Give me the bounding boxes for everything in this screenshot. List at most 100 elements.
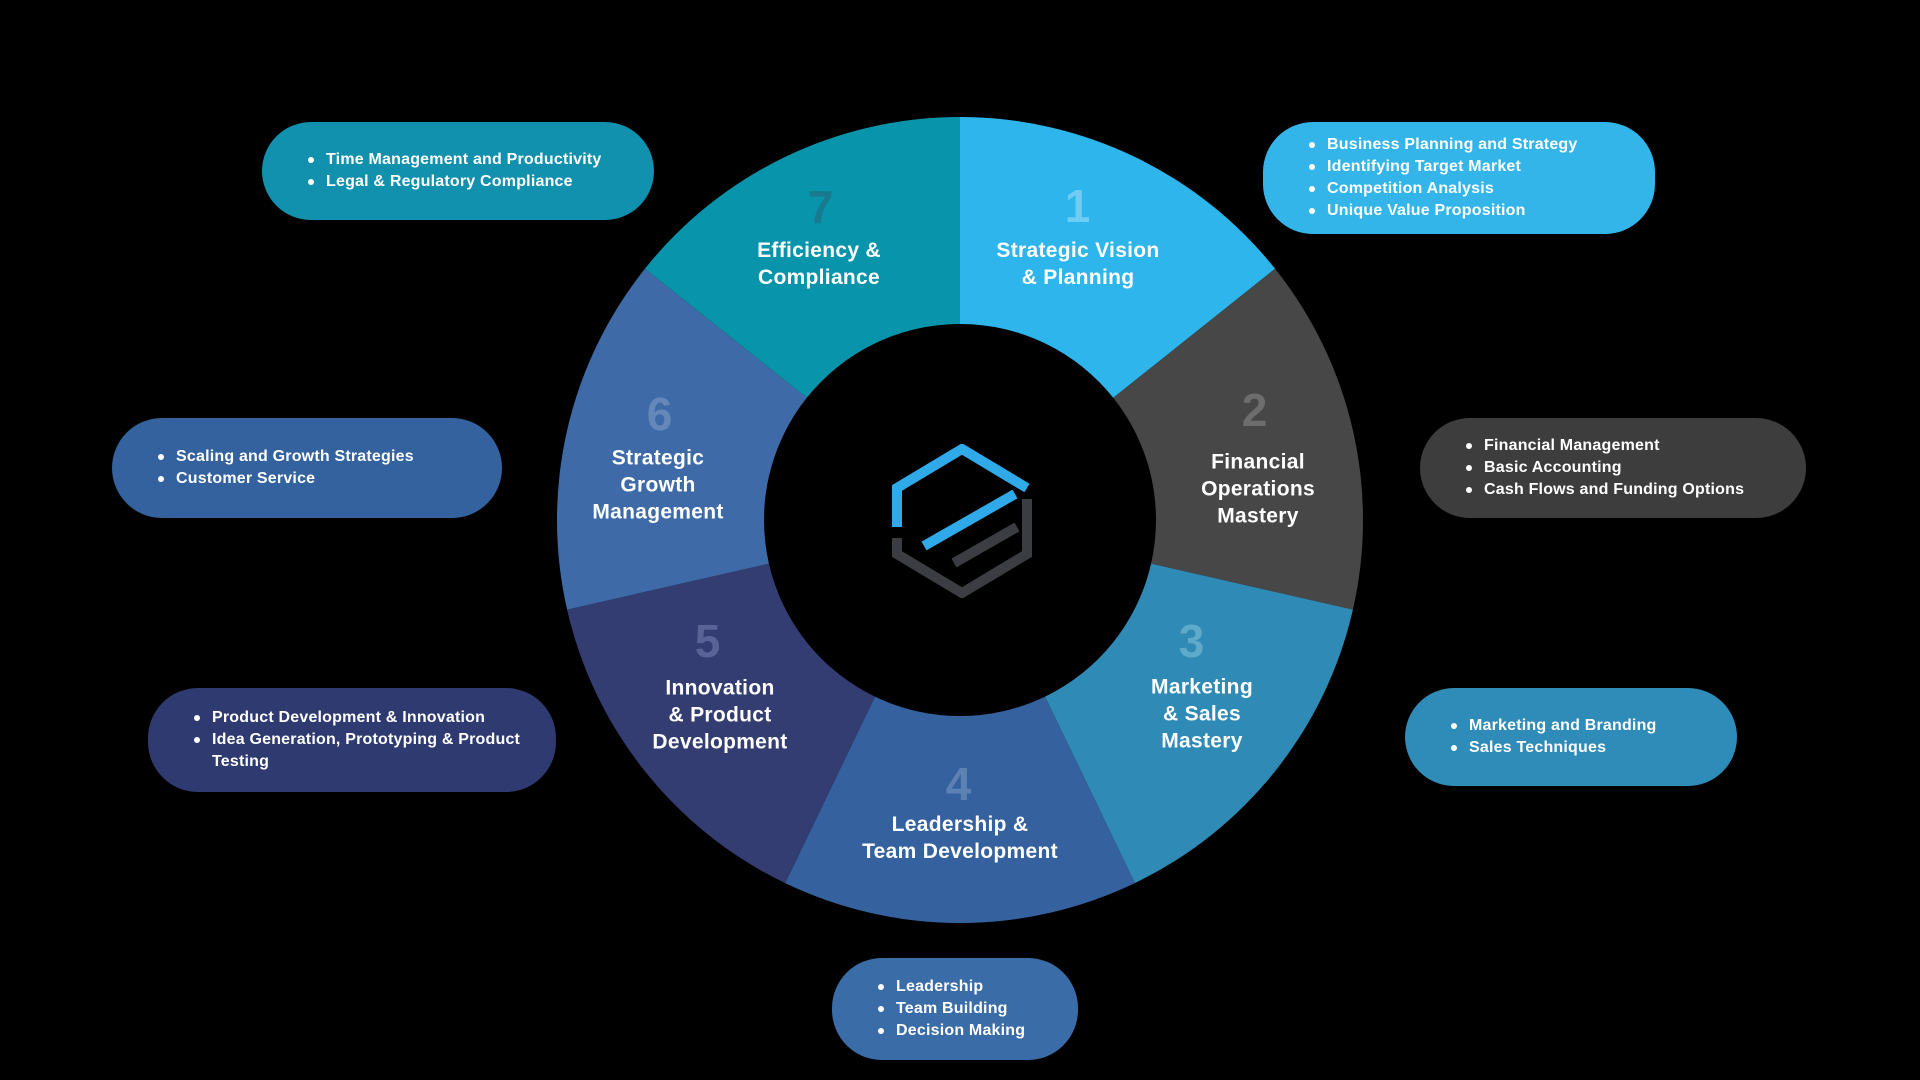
segment-label-line: Operations xyxy=(1201,477,1315,501)
wheel-segment-4 xyxy=(785,696,1135,924)
segment-number-2: 2 xyxy=(1241,384,1269,436)
bullet-dot-icon xyxy=(158,476,164,482)
segment-label-line: Development xyxy=(652,730,788,754)
callout-bullet-item: Customer Service xyxy=(158,468,478,490)
callout-bullet-item: Financial Management xyxy=(1466,435,1782,457)
callout-bullet-item: Unique Value Proposition xyxy=(1309,200,1631,222)
callout-bullet-text: Unique Value Proposition xyxy=(1327,202,1526,219)
callout-bullet-text: Identifying Target Market xyxy=(1327,158,1522,175)
callout-bullet-item: Cash Flows and Funding Options xyxy=(1466,479,1782,501)
segment-label-line: Leadership & xyxy=(891,813,1029,836)
callout-bullet-item: Business Planning and Strategy xyxy=(1309,134,1631,156)
wheel-segment-6 xyxy=(556,268,807,610)
logo-top-stripe xyxy=(921,489,1018,551)
segment-number-3: 3 xyxy=(1178,615,1206,667)
wheel-segment-5 xyxy=(567,563,875,884)
logo-top-stroke xyxy=(892,444,1030,527)
bullet-dot-icon xyxy=(1309,186,1315,192)
segment-number-4: 4 xyxy=(945,758,973,810)
bullet-dot-icon xyxy=(1309,164,1315,170)
wheel-segment-2 xyxy=(1113,268,1364,610)
bullet-dot-icon xyxy=(308,157,314,163)
callout-bullet-item: Competition Analysis xyxy=(1309,178,1631,200)
callout-bullet-text: Financial Management xyxy=(1484,437,1660,454)
callout-bullet-item: Marketing and Branding xyxy=(1451,715,1713,737)
logo-bottom-stroke xyxy=(892,499,1032,598)
bullet-dot-icon xyxy=(1309,142,1315,148)
segment-label-line: Mastery xyxy=(1217,504,1299,528)
callout-bullet-text: Scaling and Growth Strategies xyxy=(176,448,414,465)
segment-label-line: & Planning xyxy=(1021,266,1135,289)
callout-bullet-item: Product Development & Innovation xyxy=(194,707,532,729)
callout-bullet-text: Customer Service xyxy=(176,470,316,487)
wheel-segment-7 xyxy=(644,117,960,398)
bullet-dot-icon xyxy=(878,1006,884,1012)
callout-bullet-text: Business Planning and Strategy xyxy=(1327,136,1578,153)
bullet-dot-icon xyxy=(1451,745,1457,751)
segment-label-line: Innovation xyxy=(665,676,775,700)
callout-bullet-item: Basic Accounting xyxy=(1466,457,1782,479)
segment-number-7: 7 xyxy=(807,181,835,233)
bullet-dot-icon xyxy=(194,737,200,743)
wheel-segment-1 xyxy=(960,117,1276,398)
callout-bullet-item: Scaling and Growth Strategies xyxy=(158,446,478,468)
bullet-dot-icon xyxy=(878,1028,884,1034)
segment-label-line: Mastery xyxy=(1161,729,1243,753)
segment-label-line: Growth xyxy=(620,473,696,497)
callout-bullet-text: Product Development & Innovation xyxy=(212,709,486,726)
callout-bullet-item: Identifying Target Market xyxy=(1309,156,1631,178)
wheel-segment-3 xyxy=(1045,563,1353,884)
callout-bullet-text: Time Management and Productivity xyxy=(326,151,602,168)
bullet-dot-icon xyxy=(1309,208,1315,214)
bullet-dot-icon xyxy=(878,984,884,990)
segment-label-line: Marketing xyxy=(1151,675,1253,699)
segment-number-6: 6 xyxy=(646,388,674,440)
callout-bullet-item: Legal & Regulatory Compliance xyxy=(308,171,630,193)
segment-label-7: Efficiency & Compliance xyxy=(757,237,881,291)
segment-number-5: 5 xyxy=(694,615,722,667)
segment-label-line: & Sales xyxy=(1163,702,1241,726)
callout-bullet-text: Leadership xyxy=(896,978,984,995)
callout-bullet-item: Decision Making xyxy=(878,1020,1054,1042)
segment-label-line: Management xyxy=(592,500,724,524)
segment-label-line: Strategic Vision xyxy=(996,239,1160,262)
callout-bullet-item: Idea Generation, Prototyping & Product T… xyxy=(194,729,532,773)
bullet-dot-icon xyxy=(1466,487,1472,493)
callout-bullet-item: Leadership xyxy=(878,976,1054,998)
callout-bullet-item: Team Building xyxy=(878,998,1054,1020)
segment-label-4: Leadership &Team Development xyxy=(862,811,1058,865)
callout-bullet-text: Decision Making xyxy=(896,1022,1026,1039)
callout-bullet-text: Cash Flows and Funding Options xyxy=(1484,481,1745,498)
bullet-dot-icon xyxy=(1466,443,1472,449)
segment-label-line: & Product xyxy=(668,703,772,727)
callout-bullet-item: Time Management and Productivity xyxy=(308,149,630,171)
company-logo xyxy=(892,444,1032,598)
segment-label-line: Strategic xyxy=(611,446,705,470)
segment-label-line: Efficiency & xyxy=(757,239,881,262)
segment-label-1: Strategic Vision & Planning xyxy=(996,237,1159,291)
callout-bullet-item: Sales Techniques xyxy=(1451,737,1713,759)
bullet-dot-icon xyxy=(194,715,200,721)
bullet-dot-icon xyxy=(158,454,164,460)
segment-label-line: Compliance xyxy=(757,266,881,289)
segment-number-1: 1 xyxy=(1064,180,1092,232)
logo-bottom-stripe xyxy=(951,522,1020,568)
bullet-dot-icon xyxy=(1451,723,1457,729)
